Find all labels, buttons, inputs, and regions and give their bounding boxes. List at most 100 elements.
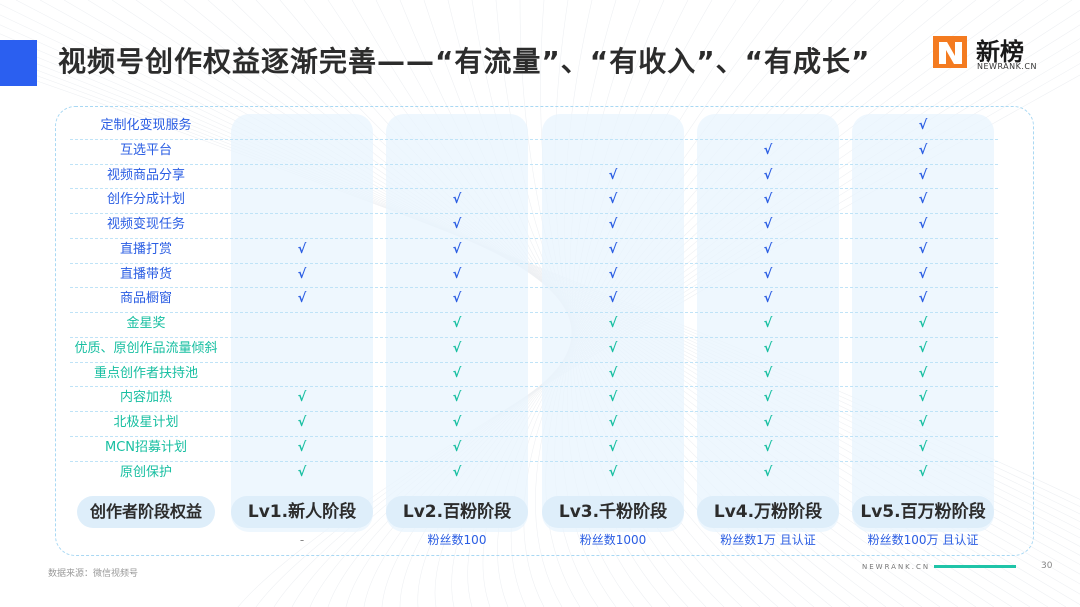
level-requirement: 粉丝数1万 且认证 (720, 533, 816, 547)
check-mark-icon: √ (763, 291, 773, 307)
check-mark-icon: √ (452, 266, 462, 282)
check-mark-icon: √ (297, 241, 307, 257)
benefit-label: 直播带货 (119, 266, 172, 282)
check-mark-icon: √ (763, 241, 773, 257)
check-mark-icon: √ (918, 241, 928, 257)
check-mark-icon: √ (452, 340, 462, 356)
check-mark-icon: √ (452, 241, 462, 257)
benefit-label: 北极星计划 (113, 415, 179, 430)
check-mark-icon: √ (608, 340, 618, 356)
check-mark-icon: √ (608, 390, 618, 406)
check-mark-icon: √ (452, 439, 462, 455)
check-mark-icon: √ (608, 439, 618, 455)
page-title: 视频号创作权益逐渐完善——“有流量”、“有收入”、“有成长” (58, 45, 871, 78)
newrank-logo: 新榜 NEWRANK.CN (930, 32, 1070, 76)
check-mark-icon: √ (763, 340, 773, 356)
row-header-pill: 创作者阶段权益 (77, 496, 215, 528)
check-mark-icon: √ (763, 316, 773, 331)
check-mark-icon: √ (452, 415, 462, 430)
level-column-bg (231, 114, 373, 532)
benefit-label: 原创保护 (119, 464, 172, 480)
check-mark-icon: √ (918, 439, 928, 455)
level-pill: Lv1.新人阶段 (231, 496, 373, 528)
benefit-label: 优质、原创作品流量倾斜 (74, 340, 218, 356)
level-column-bg (386, 114, 528, 532)
check-mark-icon: √ (297, 464, 307, 480)
level-pill: Lv5.百万粉阶段 (852, 496, 994, 528)
row-divider (70, 312, 998, 313)
check-mark-icon: √ (918, 340, 928, 356)
benefit-label: 直播打赏 (119, 241, 172, 257)
check-mark-icon: √ (608, 241, 618, 257)
check-mark-icon: √ (918, 291, 928, 307)
check-mark-icon: √ (608, 415, 618, 430)
check-mark-icon: √ (918, 464, 928, 480)
check-mark-icon: √ (763, 192, 773, 208)
check-mark-icon: √ (763, 415, 773, 430)
check-mark-icon: √ (608, 291, 618, 307)
footer-accent-bar (934, 565, 1016, 568)
logo-subtext: NEWRANK.CN (977, 62, 1037, 71)
benefit-label: 重点创作者扶持池 (93, 365, 198, 381)
check-mark-icon: √ (918, 192, 928, 208)
row-divider (70, 411, 998, 412)
row-divider (70, 386, 998, 388)
level-requirement: - (299, 533, 305, 547)
row-divider (70, 138, 998, 140)
check-mark-icon: √ (918, 118, 928, 133)
table-frame (55, 106, 1034, 556)
check-mark-icon: √ (297, 439, 307, 455)
benefit-label: 内容加热 (119, 390, 172, 406)
row-divider (70, 435, 998, 437)
check-mark-icon: √ (452, 192, 462, 208)
check-mark-icon: √ (763, 390, 773, 406)
check-mark-icon: √ (452, 365, 462, 381)
logo-text: 新榜 (976, 38, 1024, 66)
check-mark-icon: √ (297, 390, 307, 406)
row-divider (70, 262, 998, 264)
benefit-label: 金星奖 (126, 316, 166, 331)
benefit-label: 视频商品分享 (106, 167, 185, 183)
benefit-label: 创作分成计划 (106, 192, 185, 208)
check-mark-icon: √ (608, 217, 618, 232)
data-source: 数据来源：微信视频号 (48, 569, 139, 579)
check-mark-icon: √ (608, 266, 618, 282)
row-divider (70, 336, 998, 338)
benefit-label: 互选平台 (119, 142, 172, 158)
level-column-bg (542, 114, 684, 532)
check-mark-icon: √ (297, 266, 307, 282)
row-divider (70, 213, 998, 214)
check-mark-icon: √ (918, 217, 928, 232)
check-mark-icon: √ (452, 390, 462, 406)
level-pill: Lv4.万粉阶段 (697, 496, 839, 528)
check-mark-icon: √ (763, 365, 773, 381)
level-pill: Lv3.千粉阶段 (542, 496, 684, 528)
check-mark-icon: √ (763, 464, 773, 480)
row-divider (70, 460, 998, 462)
check-mark-icon: √ (608, 192, 618, 208)
check-mark-icon: √ (918, 266, 928, 282)
level-column-bg (697, 114, 839, 532)
benefit-label: 视频变现任务 (106, 217, 185, 232)
check-mark-icon: √ (452, 291, 462, 307)
check-mark-icon: √ (918, 365, 928, 381)
check-mark-icon: √ (763, 266, 773, 282)
check-mark-icon: √ (608, 464, 618, 480)
benefit-label: 商品橱窗 (119, 291, 172, 307)
check-mark-icon: √ (763, 217, 773, 232)
row-divider (70, 163, 998, 165)
check-mark-icon: √ (608, 316, 618, 331)
row-divider (70, 361, 998, 363)
level-requirement: 粉丝数100 (427, 533, 487, 547)
benefit-label: MCN招募计划 (104, 439, 188, 455)
level-column-bg (852, 114, 994, 532)
check-mark-icon: √ (608, 365, 618, 381)
check-mark-icon: √ (918, 316, 928, 331)
level-requirement: 粉丝数1000 (579, 533, 647, 547)
newrank-logo-icon (933, 36, 967, 68)
footer-site: NEWRANK.CN (862, 563, 931, 571)
check-mark-icon: √ (918, 167, 928, 183)
check-mark-icon: √ (297, 415, 307, 430)
check-mark-icon: √ (918, 142, 928, 158)
check-mark-icon: √ (763, 167, 773, 183)
